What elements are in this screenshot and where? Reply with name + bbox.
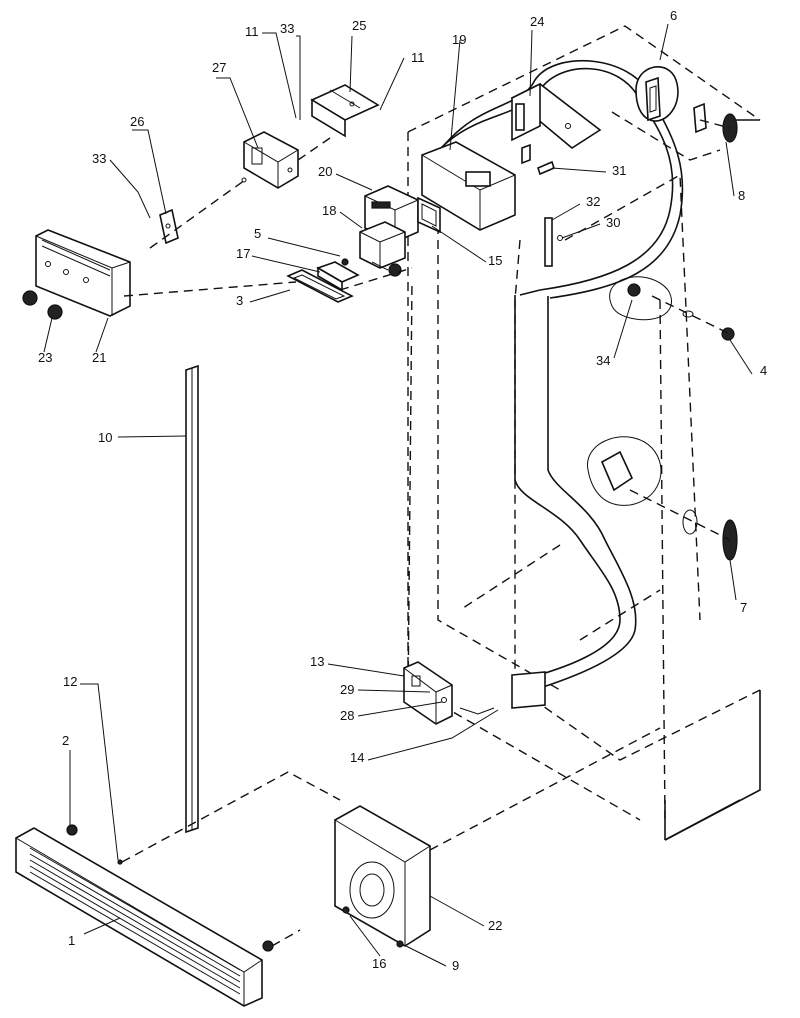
bracket-27 (241, 131, 299, 189)
callout-c22: 22 (488, 918, 502, 933)
alignment-lines (121, 111, 731, 947)
callout-c9: 9 (452, 958, 459, 973)
strip-32 (544, 217, 563, 267)
callout-c17: 17 (236, 246, 250, 261)
callout-c23: 23 (38, 350, 52, 365)
callout-c11a: 11 (245, 24, 259, 39)
thermostat-34 (609, 276, 735, 341)
callout-c2: 2 (62, 733, 69, 748)
lower-bracket-13 (403, 661, 495, 725)
bezel-frame-3 (286, 269, 354, 303)
callout-c10: 10 (98, 430, 112, 445)
upper-bracket-24 (510, 82, 602, 149)
callout-c21: 21 (92, 350, 106, 365)
callout-c20: 20 (318, 164, 332, 179)
callout-labels: 1234567891011111213141516171819202122232… (38, 8, 767, 973)
control-panel-21 (35, 229, 131, 317)
callout-c14: 14 (350, 750, 364, 765)
mounting-plate-25 (310, 84, 380, 138)
callout-c4: 4 (760, 363, 767, 378)
callout-c28: 28 (340, 708, 354, 723)
leader-lines (43, 23, 753, 967)
callout-c34: 34 (596, 353, 610, 368)
callout-c12: 12 (63, 674, 77, 689)
grille-1 (15, 824, 274, 1007)
callout-c27: 27 (212, 60, 226, 75)
gasket-15 (417, 196, 441, 234)
callout-c29: 29 (340, 682, 354, 697)
switch-8 (693, 102, 738, 143)
callout-c11b: 11 (411, 50, 425, 65)
callout-c32: 32 (586, 194, 600, 209)
clip-26 (159, 208, 179, 245)
control-assembly-18 (359, 221, 406, 277)
air-duct-housing-19 (421, 141, 531, 231)
blower-housing-22 (334, 805, 431, 948)
pin-31 (537, 160, 555, 176)
callout-c5: 5 (254, 226, 261, 241)
callout-c13: 13 (310, 654, 324, 669)
vertical-strip-10 (185, 364, 199, 834)
callout-c8: 8 (738, 188, 745, 203)
callout-c19: 19 (452, 32, 466, 47)
hinge-bracket-6 (635, 66, 679, 122)
callout-c16: 16 (372, 956, 386, 971)
callout-c30: 30 (606, 215, 620, 230)
callout-c18: 18 (322, 203, 336, 218)
callout-c26: 26 (130, 114, 144, 129)
callout-c6: 6 (670, 8, 677, 23)
callout-c15: 15 (488, 253, 502, 268)
callout-c24: 24 (530, 14, 544, 29)
callout-c33b: 33 (92, 151, 106, 166)
cabinet-outer (664, 119, 761, 841)
callout-c1: 1 (68, 933, 75, 948)
knobs-23 (22, 290, 63, 320)
callout-c7: 7 (740, 600, 747, 615)
callout-c33a: 33 (280, 21, 294, 36)
callout-c31: 31 (612, 163, 626, 178)
callout-c25: 25 (352, 18, 366, 33)
callout-c3: 3 (236, 293, 243, 308)
